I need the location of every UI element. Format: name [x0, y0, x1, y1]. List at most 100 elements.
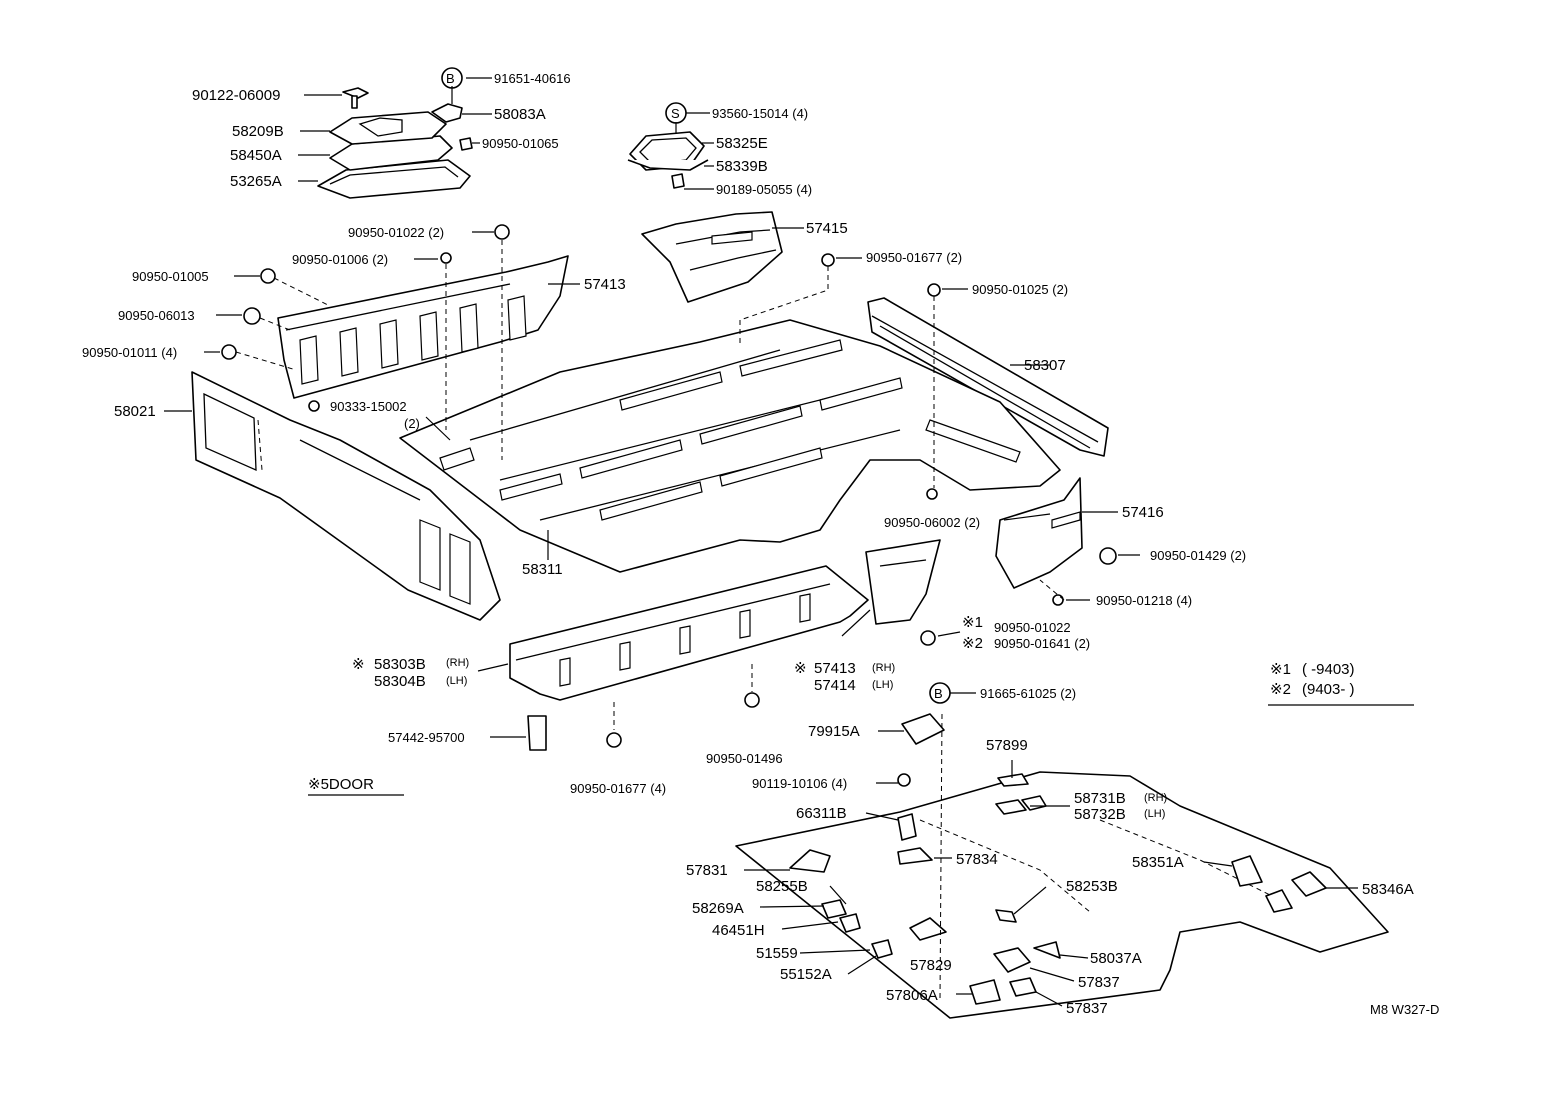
- s-mark-circle: [665, 102, 687, 124]
- callout-90950-01677-4: 90950-01677 (4): [570, 781, 666, 796]
- variant-mark: ※2: [962, 635, 983, 652]
- callout-57829: 57829: [910, 957, 952, 974]
- callout-57899: 57899: [986, 737, 1028, 754]
- callout-58311: 58311: [522, 561, 563, 578]
- legend-mark-2: ※2: [1270, 681, 1291, 698]
- floor-pan-58311-illustration: [399, 319, 1061, 573]
- callout-suffix: (RH): [872, 662, 895, 674]
- variant-mark: ※: [794, 660, 807, 677]
- callout-text: 90950-01641 (2): [994, 636, 1090, 651]
- callout-90950-01022-var1: ※1 90950-01022: [962, 614, 1071, 635]
- callout-90950-06013: 90950-06013: [118, 308, 195, 323]
- side-panel-58021-illustration: [191, 371, 501, 621]
- callout-57414-lh: 57414 (LH): [814, 677, 893, 694]
- callout-text: 57414: [814, 677, 856, 694]
- fastener-illustrations: [221, 224, 1117, 787]
- callout-79915A: 79915A: [808, 723, 860, 740]
- callout-90950-01429: 90950-01429 (2): [1150, 548, 1246, 563]
- callout-58346A: 58346A: [1362, 881, 1414, 898]
- variant-mark: ※1: [962, 614, 983, 631]
- callout-text: 91651-40616: [494, 71, 571, 86]
- callout-text: 58732B: [1074, 806, 1126, 823]
- callout-90333-15002-qty: (2): [404, 416, 420, 431]
- callout-90950-01011: 90950-01011 (4): [82, 345, 177, 360]
- gusset-57413-rh-illustration: [865, 539, 941, 625]
- callout-57415: 57415: [806, 220, 848, 237]
- callout-58253B: 58253B: [1066, 878, 1118, 895]
- callout-57806A: 57806A: [886, 987, 938, 1004]
- callout-90950-01496: 90950-01496: [706, 751, 783, 766]
- callout-90950-01641-var2: ※2 90950-01641 (2): [962, 635, 1090, 652]
- callout-suffix: (LH): [1144, 808, 1165, 820]
- legend-range-1: ( -9403): [1302, 661, 1355, 678]
- callout-90950-01025: 90950-01025 (2): [972, 282, 1068, 297]
- callout-57413-upper: 57413: [584, 276, 626, 293]
- callout-58732B: 58732B (LH): [1074, 806, 1165, 823]
- callout-text: 93560-15014 (4): [712, 106, 808, 121]
- callout-57413-rh: ※ 57413 (RH): [794, 660, 895, 677]
- rear-floor-assembly-illustration: [527, 713, 1389, 1019]
- callout-90950-01677-2: 90950-01677 (2): [866, 250, 962, 265]
- callout-57837-lower: 57837: [1066, 1000, 1108, 1017]
- callout-58339B: 58339B: [716, 158, 768, 175]
- callout-text: 58731B: [1074, 790, 1126, 807]
- callout-text: 90950-01022: [994, 620, 1071, 635]
- callout-58255B: 58255B: [756, 878, 808, 895]
- callout-suffix: (LH): [446, 675, 467, 687]
- assembly-dashed-lines: [235, 240, 1065, 1001]
- rail-58307-illustration: [867, 297, 1109, 457]
- callout-90950-01022-2: 90950-01022 (2): [348, 225, 444, 240]
- callout-text: 91665-61025 (2): [980, 686, 1076, 701]
- callout-90950-01006: 90950-01006 (2): [292, 252, 388, 267]
- access-cover-stack-illustration: [317, 87, 473, 199]
- drawing-code: M8 W327-D: [1370, 1002, 1439, 1017]
- callout-57416: 57416: [1122, 504, 1164, 521]
- b-mark-circle: [929, 682, 951, 704]
- bracket-57415-illustration: [641, 211, 783, 303]
- callout-58083A: 58083A: [494, 106, 546, 123]
- callout-suffix: (LH): [872, 679, 893, 691]
- callout-90189-05055: 90189-05055 (4): [716, 182, 812, 197]
- callout-91651-40616: B 91651-40616: [441, 67, 571, 89]
- leader-lines: [164, 77, 1414, 1007]
- b-mark-letter: B: [446, 71, 455, 86]
- callout-57837-upper: 57837: [1078, 974, 1120, 991]
- callout-58731B: 58731B (RH): [1074, 790, 1167, 807]
- callout-58325E: 58325E: [716, 135, 768, 152]
- b-mark-letter: B: [934, 686, 943, 701]
- callout-58450A: 58450A: [230, 147, 282, 164]
- callout-55152A: 55152A: [780, 966, 832, 983]
- callout-58269A: 58269A: [692, 900, 744, 917]
- callout-90333-15002: 90333-15002: [330, 399, 407, 414]
- callout-90122-06009: 90122-06009: [192, 87, 280, 104]
- callout-66311B: 66311B: [796, 805, 847, 822]
- callout-51559: 51559: [756, 945, 798, 962]
- callout-57442-95700: 57442-95700: [388, 730, 465, 745]
- callout-57831: 57831: [686, 862, 728, 879]
- callout-58304B: 58304B (LH): [374, 673, 467, 690]
- callout-53265A: 53265A: [230, 173, 282, 190]
- variant-note-5door: ※5DOOR: [308, 776, 374, 793]
- callout-91665-61025: B 91665-61025 (2): [929, 682, 1076, 704]
- callout-text: 58304B: [374, 673, 426, 690]
- callout-46451H: 46451H: [712, 922, 765, 939]
- cross-member-57413-illustration: [277, 255, 569, 399]
- legend-mark-1: ※1: [1270, 661, 1291, 678]
- callout-57834: 57834: [956, 851, 998, 868]
- callout-labels: 90122-06009 B 91651-40616 58083A 58209B …: [82, 67, 1414, 1017]
- callout-90950-06002: 90950-06002 (2): [884, 515, 980, 530]
- callout-text: 58303B: [374, 656, 426, 673]
- s-mark-letter: S: [671, 106, 680, 121]
- callout-text: 57413: [814, 660, 856, 677]
- callout-58037A: 58037A: [1090, 950, 1142, 967]
- variant-mark: ※: [352, 656, 365, 673]
- bracket-57416-illustration: [995, 477, 1083, 589]
- service-hole-cover-illustration: [627, 131, 709, 189]
- callout-90950-01218: 90950-01218 (4): [1096, 593, 1192, 608]
- callout-58209B: 58209B: [232, 123, 284, 140]
- callout-58307: 58307: [1024, 357, 1066, 374]
- side-sill-58303B-illustration: [509, 565, 869, 701]
- callout-90950-01005: 90950-01005: [132, 269, 209, 284]
- b-mark-circle: [441, 67, 463, 89]
- callout-90950-01065: 90950-01065: [482, 136, 559, 151]
